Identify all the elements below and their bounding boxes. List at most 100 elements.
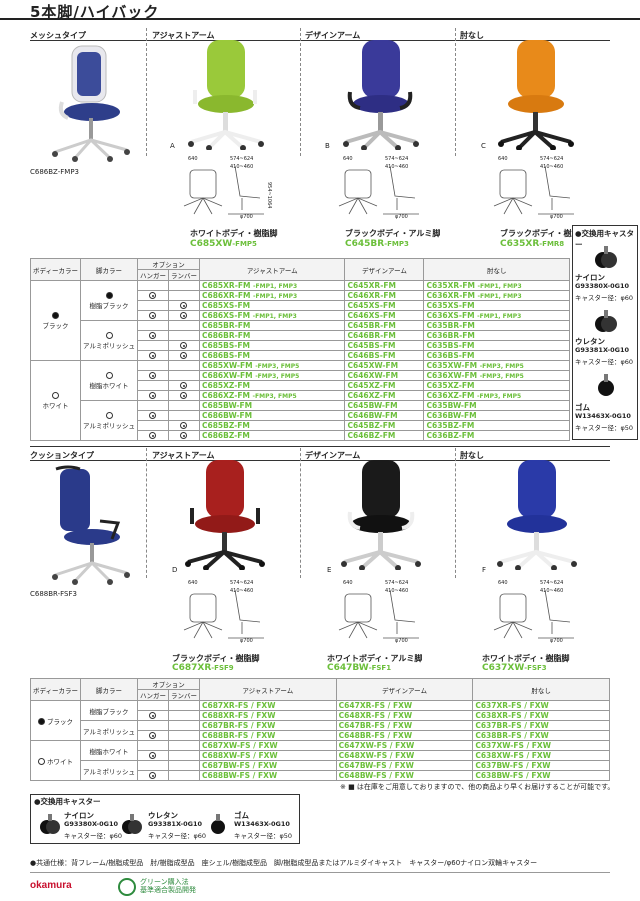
option-ring-icon [180, 432, 188, 439]
cushion-col-armless: 肘なし [460, 451, 484, 460]
hanger-cell [136, 770, 169, 781]
hanger-cell [136, 370, 169, 381]
lumbar-cell [167, 350, 200, 361]
marker-c: C [481, 142, 486, 150]
divider [300, 28, 301, 156]
th-leg-color: 脚カラー [80, 678, 138, 701]
caster-name: ナイロン [575, 273, 605, 282]
leg-color-cell: アルミポリッシュ [80, 400, 138, 441]
th-lumbar: ランバー [167, 269, 200, 281]
hanger-cell [136, 290, 169, 301]
option-ring-icon [180, 312, 188, 319]
caster-image-nylon [38, 812, 62, 836]
featured-code: C637XW-FSF3 [482, 663, 547, 673]
lumbar-cell [167, 280, 200, 291]
featured-code: C635XR-FMR8 [500, 239, 565, 249]
lumbar-cell [167, 390, 200, 401]
caster-code: G93380X-0G10 [575, 282, 630, 290]
option-ring-icon [149, 312, 157, 319]
option-ring-icon [180, 302, 188, 309]
green-purchase-label: グリーン購入法 基準適合製品開発 [140, 878, 196, 894]
th-body-color: ボディーカラー [29, 258, 82, 281]
caster-name: ゴム [234, 811, 249, 820]
model-code-cell: C685BR-FM [198, 320, 346, 331]
leg-color-cell: アルミポリッシュ [80, 320, 138, 361]
dim-base: φ700 [395, 638, 408, 644]
dim-width: 574~624 [385, 156, 409, 162]
featured-code: C685XW-FMP5 [190, 239, 257, 249]
mesh-spec-table: ボディーカラー 脚カラー オプション アジャストアーム デザインアーム 肘なし … [29, 258, 570, 441]
body-color-cell: ブラック [29, 280, 82, 361]
cushion-left-model: C688BR-FSF3 [30, 590, 77, 598]
dimension-drawing [335, 580, 425, 644]
model-code-cell: C687XW-FS / FXW [198, 740, 337, 751]
model-code-cell: C685BW-FM [198, 400, 346, 411]
lumbar-cell [167, 420, 200, 431]
caster-name: ウレタン [148, 811, 178, 820]
dim-depth: 640 [343, 580, 353, 586]
caster-image-rubber [593, 372, 619, 398]
hanger-cell [136, 410, 169, 421]
caster-image-rubber [206, 812, 230, 836]
hanger-cell [136, 350, 169, 361]
option-ring-icon [180, 352, 188, 359]
model-code-cell: C635XW-FM -FMP3, FMP5 [423, 360, 570, 371]
leg-color-cell: 樹脂ブラック [80, 700, 138, 721]
caster-title: ●交換用キャスター [575, 229, 635, 249]
model-code-cell: C686XZ-FM -FMP3, FMP5 [198, 390, 346, 401]
lumbar-cell [167, 710, 200, 721]
model-code-cell: C637XR-FS / FXW [472, 700, 610, 711]
model-code-cell: C648BW-FS / FXW [335, 770, 474, 781]
lumbar-cell [167, 300, 200, 311]
chair-image-adjust [185, 38, 265, 150]
th-adjust: アジャストアーム [198, 258, 346, 281]
lumbar-cell [167, 740, 200, 751]
model-code-cell: C688XR-FS / FXW [198, 710, 337, 721]
dim-height: 954~1064 [266, 182, 272, 209]
okamura-logo: okamura [30, 880, 72, 891]
lumbar-cell [167, 760, 200, 771]
model-code-cell: C686XW-FM -FMP3, FMP5 [198, 370, 346, 381]
option-ring-icon [149, 752, 157, 759]
lumbar-cell [167, 310, 200, 321]
color-dot-icon [105, 412, 113, 419]
model-code-cell: C648XW-FS / FXW [335, 750, 474, 761]
hanger-cell [136, 390, 169, 401]
chair-image-mesh-side [40, 42, 130, 162]
option-ring-icon [149, 432, 157, 439]
dim-depth: 640 [498, 580, 508, 586]
dim-depth: 640 [188, 156, 198, 162]
hanger-cell [136, 300, 169, 311]
dim-seat: 410~460 [385, 164, 409, 170]
model-code-cell: C646BS-FM [344, 350, 425, 361]
chair-image-adjust [182, 458, 266, 570]
th-body-color: ボディーカラー [29, 678, 82, 701]
model-code-cell: C645BZ-FM [344, 420, 425, 431]
color-dot-icon [105, 292, 113, 299]
hanger-cell [136, 310, 169, 321]
model-code-cell: C648BR-FS / FXW [335, 730, 474, 741]
model-code-cell: C636BW-FM [423, 410, 570, 421]
model-code-cell: C635XR-FM -FMP1, FMP3 [423, 280, 570, 291]
hanger-cell [136, 700, 169, 711]
caster-code: G93381X-0G10 [575, 346, 630, 354]
model-code-cell: C636BZ-FM [423, 430, 570, 441]
th-design: デザインアーム [344, 258, 425, 281]
model-code-cell: C636XZ-FM -FMP3, FMP5 [423, 390, 570, 401]
option-ring-icon [180, 382, 188, 389]
model-code-cell: C687BR-FS / FXW [198, 720, 337, 731]
caster-box-bottom [30, 794, 300, 844]
body-label: ホワイトボディ・樹脂脚 [190, 229, 278, 238]
model-code-cell: C685XZ-FM [198, 380, 346, 391]
caster-title: ●交換用キャスター [34, 797, 101, 806]
caster-dia: キャスター径：φ50 [234, 832, 293, 840]
model-code-cell: C645XS-FM [344, 300, 425, 311]
option-ring-icon [149, 392, 157, 399]
model-code-cell: C635XS-FM [423, 300, 570, 311]
hanger-cell [136, 420, 169, 431]
model-code-cell: C638BR-FS / FXW [472, 730, 610, 741]
